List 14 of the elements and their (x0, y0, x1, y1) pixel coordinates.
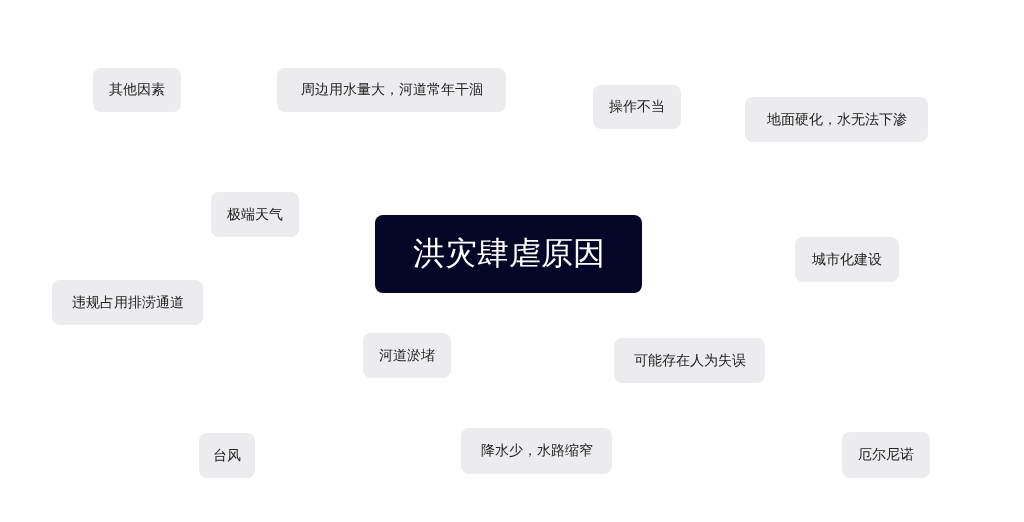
topic-text: 降水少，水路缩窄 (480, 442, 593, 460)
topic-text: 可能存在人为失误 (633, 351, 746, 370)
topic-text: 周边用水量大，河道常年干涸 (300, 81, 483, 99)
topic-text: 地面硬化，水无法下渗 (766, 110, 907, 129)
central-topic-box (375, 215, 642, 293)
topic-text: 河道淤堵 (379, 346, 435, 365)
topic-text: 城市化建设 (812, 250, 882, 269)
topic-text: 其他因素 (109, 81, 165, 99)
topic-text: 违规占用排涝通道 (71, 293, 184, 312)
topic-text: 台风 (213, 446, 241, 465)
topic-text: 厄尔尼诺 (858, 446, 914, 464)
topic-text: 洪灾肆虐原因 (412, 233, 605, 274)
topic-text: 操作不当 (609, 98, 665, 116)
topic-text: 极端天气 (227, 205, 283, 224)
